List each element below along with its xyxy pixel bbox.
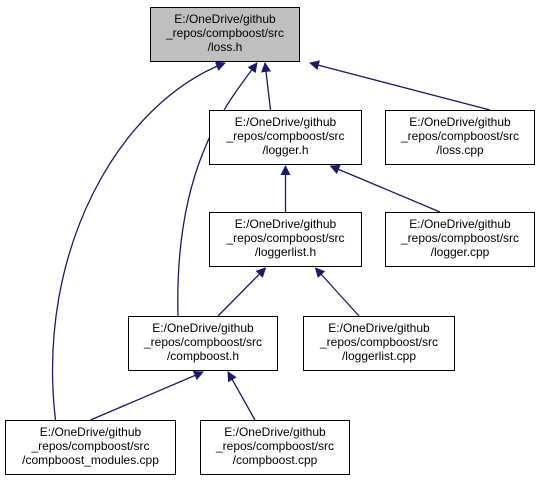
node-loss-cpp[interactable]: E:/OneDrive/github _repos/compboost/src … bbox=[385, 110, 535, 165]
node-loggerlist-h-line-2: _repos/compboost/src bbox=[226, 231, 345, 245]
node-compboost-modules-cpp[interactable]: E:/OneDrive/github _repos/compboost/src … bbox=[5, 420, 176, 475]
node-compboost-cpp-line-2: _repos/compboost/src bbox=[215, 439, 335, 453]
node-compboost-cpp-line-1: E:/OneDrive/github bbox=[224, 425, 326, 439]
node-compboost-h[interactable]: E:/OneDrive/github _repos/compboost/src … bbox=[128, 316, 278, 371]
node-loss-cpp-line-2: _repos/compboost/src bbox=[400, 129, 520, 143]
node-compboost-h-line-1: E:/OneDrive/github bbox=[152, 321, 254, 335]
node-compboost-cpp[interactable]: E:/OneDrive/github _repos/compboost/src … bbox=[200, 420, 350, 475]
node-loss-h-line-3: /loss.h bbox=[207, 40, 243, 54]
node-logger-cpp[interactable]: E:/OneDrive/github _repos/compboost/src … bbox=[385, 212, 535, 267]
edge-compboost-modules-cpp-to-compboost-h bbox=[90, 370, 204, 421]
node-loggerlist-h-line-1: E:/OneDrive/github bbox=[234, 217, 337, 231]
node-loggerlist-cpp-line-3: /loggerlist.cpp bbox=[341, 349, 417, 363]
edge-compboost-modules-cpp-to-loss-h bbox=[51, 61, 226, 421]
node-loggerlist-cpp-line-1: E:/OneDrive/github bbox=[328, 321, 430, 335]
node-logger-cpp-line-3: /logger.cpp bbox=[430, 245, 490, 259]
node-loss-h-line-2: _repos/compboost/src bbox=[165, 26, 285, 40]
edge-loss-cpp-to-loss-h bbox=[309, 60, 491, 111]
edge-compboost-h-to-loggerlist-h bbox=[217, 267, 267, 317]
edge-logger-cpp-to-logger-h bbox=[329, 164, 441, 213]
node-loggerlist-h-line-3: /loggerlist.h bbox=[254, 245, 317, 259]
node-compboost-h-line-2: _repos/compboost/src bbox=[143, 335, 263, 349]
edge-loggerlist-cpp-to-loggerlist-h bbox=[314, 267, 360, 317]
node-compboost-cpp-line-3: /compboost.cpp bbox=[232, 453, 318, 467]
node-compboost-modules-cpp-line-2: _repos/compboost/src bbox=[31, 439, 150, 453]
node-loss-h-line-1: E:/OneDrive/github bbox=[174, 12, 276, 26]
node-loggerlist-h[interactable]: E:/OneDrive/github _repos/compboost/src … bbox=[209, 212, 362, 267]
node-logger-h[interactable]: E:/OneDrive/github _repos/compboost/src … bbox=[209, 110, 362, 165]
node-compboost-modules-cpp-line-3: /compboost_modules.cpp bbox=[22, 453, 159, 467]
node-compboost-h-line-3: /compboost.h bbox=[166, 349, 240, 363]
node-loss-cpp-line-1: E:/OneDrive/github bbox=[409, 115, 511, 129]
node-logger-cpp-line-1: E:/OneDrive/github bbox=[409, 217, 511, 231]
node-logger-h-line-2: _repos/compboost/src bbox=[226, 129, 345, 143]
edge-compboost-h-to-loss-h bbox=[177, 62, 258, 317]
edge-logger-h-to-loss-h bbox=[261, 62, 272, 111]
node-logger-h-line-1: E:/OneDrive/github bbox=[234, 115, 337, 129]
node-logger-h-line-3: /logger.h bbox=[262, 143, 309, 157]
node-loggerlist-cpp[interactable]: E:/OneDrive/github _repos/compboost/src … bbox=[303, 316, 455, 371]
node-loss-h: E:/OneDrive/github _repos/compboost/src … bbox=[150, 7, 300, 62]
node-loss-cpp-line-3: /loss.cpp bbox=[436, 143, 484, 157]
edge-compboost-cpp-to-compboost-h bbox=[227, 371, 256, 421]
node-logger-cpp-line-2: _repos/compboost/src bbox=[400, 231, 520, 245]
node-loggerlist-cpp-line-2: _repos/compboost/src bbox=[319, 335, 439, 349]
node-compboost-modules-cpp-line-1: E:/OneDrive/github bbox=[39, 425, 142, 439]
